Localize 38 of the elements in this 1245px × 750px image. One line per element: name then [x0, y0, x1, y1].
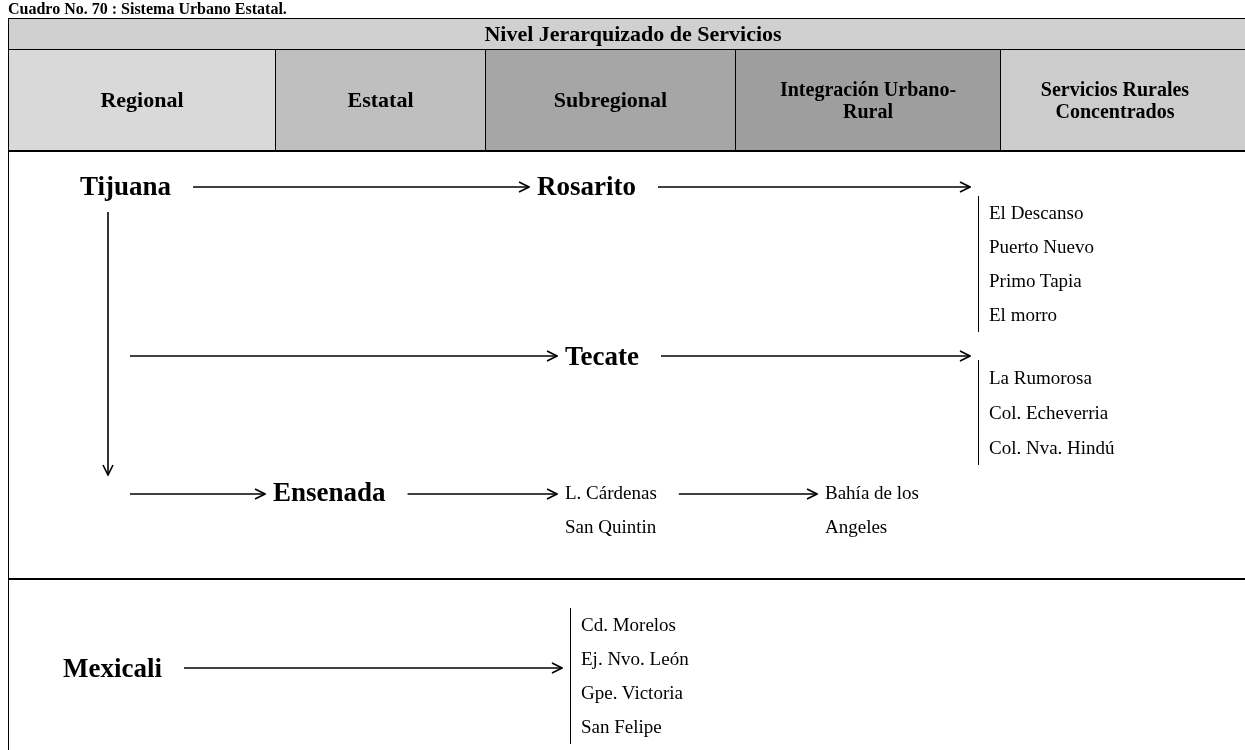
column-header: Estatal: [275, 49, 486, 151]
column-header: Integración Urbano-Rural: [735, 49, 1001, 151]
place-name: Col. Nva. Hindú: [989, 436, 1115, 460]
arrow: [102, 211, 114, 476]
place-list: [978, 196, 1094, 332]
city-name: Ensenada: [273, 476, 386, 508]
place-name: Puerto Nuevo: [989, 235, 1094, 259]
arrow: [129, 488, 266, 500]
column-header: Regional: [8, 49, 276, 151]
city-name: Rosarito: [537, 170, 636, 202]
city-name: Mexicali: [63, 652, 162, 684]
city-name: Tijuana: [80, 170, 172, 202]
column-header: Subregional: [485, 49, 736, 151]
place-name: Gpe. Victoria: [581, 681, 684, 705]
place-list: [570, 608, 689, 744]
arrow: [129, 350, 558, 362]
arrow: [406, 488, 558, 500]
place-name: Col. Echeverria: [989, 401, 1110, 425]
place-name: El morro: [989, 303, 1059, 327]
arrow: [192, 181, 530, 193]
place-name: La Rumorosa: [989, 366, 1093, 390]
arrow: [678, 488, 818, 500]
place-list: [978, 360, 1115, 465]
city-name: Tecate: [565, 340, 639, 372]
column-header: Servicios Rurales Concentrados: [1000, 49, 1245, 151]
place-name: El Descanso: [989, 201, 1085, 225]
place-name: Primo Tapia: [989, 269, 1083, 293]
table-title: Cuadro No. 70 : Sistema Urbano Estatal.: [8, 0, 287, 18]
place-name: Cd. Morelos: [581, 613, 677, 637]
place-name: Ej. Nvo. León: [581, 647, 689, 671]
table-header: Nivel Jerarquizado de Servicios: [8, 18, 1245, 50]
arrow: [660, 350, 971, 362]
place-name: L. Cárdenas: [565, 481, 657, 505]
place-name: Bahía de los Angeles: [825, 481, 920, 539]
place-name: San Felipe: [581, 715, 663, 739]
arrow: [657, 181, 971, 193]
place-name: San Quintin: [565, 515, 657, 539]
arrow: [183, 662, 563, 674]
